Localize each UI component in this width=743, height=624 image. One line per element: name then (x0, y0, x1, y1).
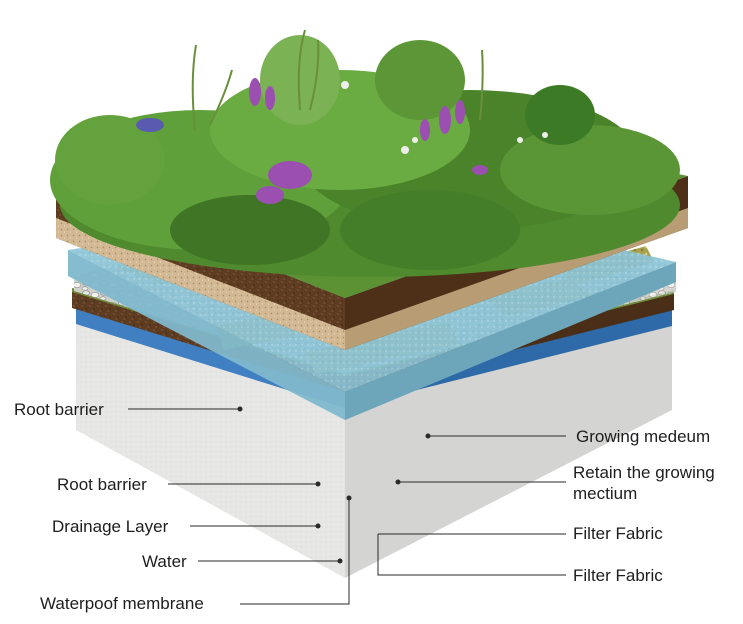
leader-line-waterproof-membrane (240, 498, 350, 605)
label-root-barrier-1: Root barrier (14, 400, 104, 419)
leader-line-filter-fabric-2 (377, 534, 566, 576)
label-retain-growing-medium-line2: mectium (573, 484, 638, 503)
leader-dots (237, 406, 431, 564)
label-filter-fabric-1: Filter Fabric (573, 524, 663, 543)
label-retain-growing-medium-line1: Retain the growing (573, 463, 715, 482)
label-drainage-layer: Drainage Layer (52, 517, 169, 536)
label-growing-medium: Growing medeum (576, 427, 711, 446)
vegetation (50, 29, 680, 277)
label-waterproof-membrane: Waterpoof membrane (40, 594, 204, 613)
leader-lines (128, 408, 566, 605)
label-root-barrier-2: Root barrier (57, 475, 147, 494)
label-filter-fabric-2: Filter Fabric (573, 566, 663, 585)
label-water: Water (142, 552, 187, 571)
